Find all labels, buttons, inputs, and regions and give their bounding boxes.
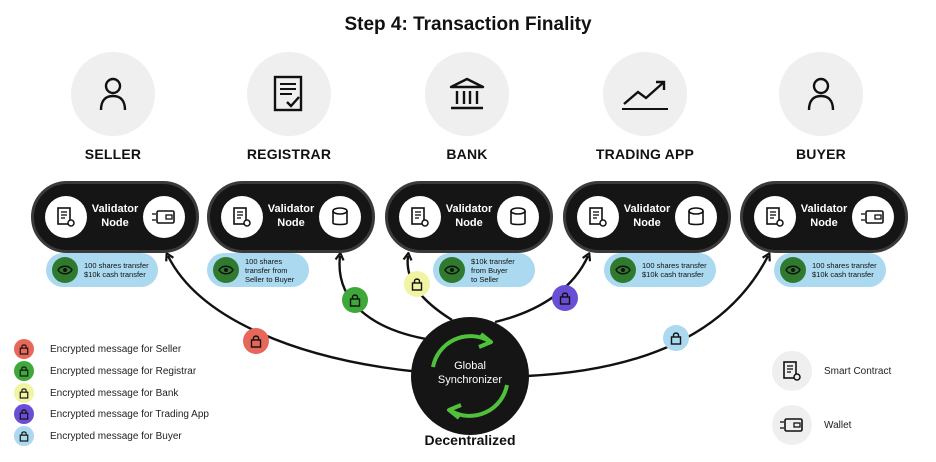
message-line: 100 shares transfer: [84, 261, 149, 270]
smart-contract-icon: [772, 351, 812, 391]
lock-icon-registrar: [342, 287, 368, 313]
legend-label: Encrypted message for Seller: [50, 343, 182, 355]
database-icon: [319, 196, 361, 238]
person-icon: [71, 52, 155, 136]
validator-node-registrar: Validator Node: [207, 181, 375, 253]
validator-node-seller: Validator Node: [31, 181, 199, 253]
eye-icon: [52, 257, 78, 283]
validator-node-bank: Validator Node: [385, 181, 553, 253]
eye-icon: [610, 257, 636, 283]
party-name: BUYER: [795, 146, 846, 162]
sync-icon: [431, 332, 509, 420]
lock-icon-seller: [243, 328, 269, 354]
smart-contract-icon: [754, 196, 796, 238]
smart-contract-icon: [399, 196, 441, 238]
message-line: 100 shares: [245, 256, 283, 266]
legend-item-registrar: Encrypted message for Registrar: [14, 361, 196, 381]
database-icon: [497, 196, 539, 238]
global-synchronizer-hub: Global Synchronizer: [411, 317, 529, 435]
party-bank: BANK: [392, 52, 542, 162]
party-name: REGISTRAR: [246, 146, 332, 162]
eye-icon: [213, 257, 239, 283]
legend-item-trading-app: Encrypted message for Trading App: [14, 404, 209, 424]
hub-caption: Decentralized: [424, 432, 516, 448]
eye-icon: [780, 257, 806, 283]
message-line: transfer from: [245, 265, 288, 275]
message-pill-seller: 100 shares transfer$10k cash transfer: [46, 253, 158, 287]
wallet-icon: [143, 196, 185, 238]
message-line: Seller to Buyer: [245, 274, 295, 284]
key-label: Wallet: [824, 419, 852, 431]
database-icon: [675, 196, 717, 238]
message-line: $10k cash transfer: [812, 270, 874, 279]
hub-label-line1: Global: [454, 360, 486, 372]
message-line: 100 shares transfer: [642, 261, 707, 270]
message-line: $10k cash transfer: [84, 270, 146, 279]
key-item-smart-contract: Smart Contract: [772, 351, 891, 391]
legend-label: Encrypted message for Bank: [50, 387, 179, 399]
lock-icon: [14, 361, 34, 381]
person-icon: [779, 52, 863, 136]
message-line: 100 shares transfer: [812, 261, 877, 270]
trend-chart-icon: [603, 52, 687, 136]
key-label: Smart Contract: [824, 365, 892, 377]
legend-label: Encrypted message for Buyer: [50, 430, 182, 442]
legend-label: Encrypted message for Trading App: [50, 408, 209, 420]
smart-contract-icon: [577, 196, 619, 238]
validator-node-buyer: Validator Node: [740, 181, 908, 253]
wallet-icon: [852, 196, 894, 238]
party-seller: SELLER: [38, 52, 188, 162]
legend-item-bank: Encrypted message for Bank: [14, 383, 178, 403]
message-pill-trading-app: 100 shares transfer$10k cash transfer: [604, 253, 716, 287]
validator-node-trading-app: Validator Node: [563, 181, 731, 253]
hub-label-line2: Synchronizer: [437, 374, 503, 386]
message-line: $10k cash transfer: [642, 270, 704, 279]
legend-item-buyer: Encrypted message for Buyer: [14, 426, 182, 446]
message-line: $10k transfer: [471, 256, 515, 266]
legend-item-seller: Encrypted message for Seller: [14, 339, 181, 359]
node-label: Validator Node: [800, 203, 848, 229]
message-line: from Buyer: [471, 265, 508, 275]
bank-icon: [425, 52, 509, 136]
party-buyer: BUYER: [746, 52, 896, 162]
lock-icon: [14, 426, 34, 446]
legend-label: Encrypted message for Registrar: [50, 365, 197, 377]
wallet-icon: [772, 405, 812, 445]
node-label: Validator Node: [445, 203, 493, 229]
message-pill-buyer: 100 shares transfer$10k cash transfer: [774, 253, 886, 287]
message-line: to Seller: [471, 274, 499, 284]
smart-contract-icon: [45, 196, 87, 238]
lock-icon: [14, 383, 34, 403]
lock-icon: [14, 404, 34, 424]
lock-icon-bank: [404, 271, 430, 297]
smart-contract-icon: [221, 196, 263, 238]
page-title: Step 4: Transaction Finality: [344, 14, 592, 35]
lock-icon-trading-app: [552, 285, 578, 311]
lock-icon: [14, 339, 34, 359]
party-name: TRADING APP: [595, 146, 695, 162]
party-name: BANK: [446, 146, 488, 162]
eye-icon: [439, 257, 465, 283]
node-label: Validator Node: [267, 203, 315, 229]
party-registrar: REGISTRAR: [214, 52, 364, 162]
document-check-icon: [247, 52, 331, 136]
key-item-wallet: Wallet: [772, 405, 851, 445]
lock-icon-buyer: [663, 325, 689, 351]
party-name: SELLER: [84, 146, 142, 162]
party-trading-app: TRADING APP: [570, 52, 720, 162]
node-label: Validator Node: [91, 203, 139, 229]
node-label: Validator Node: [623, 203, 671, 229]
